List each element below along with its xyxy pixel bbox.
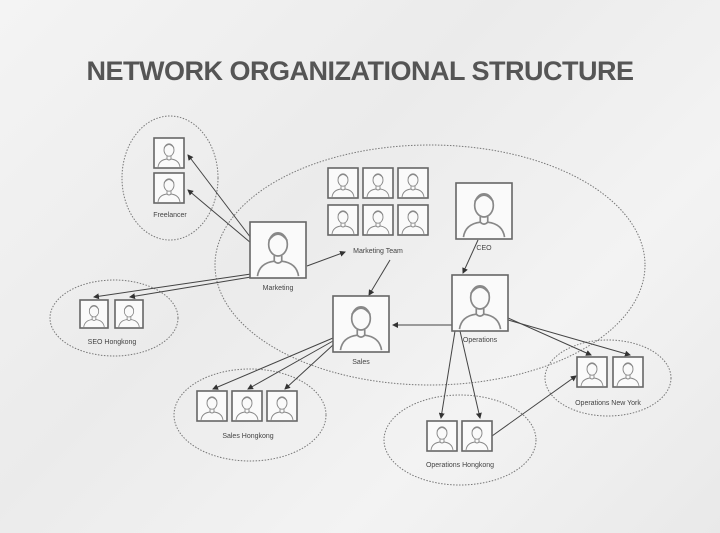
ellipse-seo-hongkong [49,279,179,357]
person-icon [430,426,454,451]
person-icon [200,396,224,421]
label-operations: Operations [463,337,498,344]
operations-new-york-avatar [612,356,644,388]
person-icon [157,143,181,168]
connector-arrow [438,330,456,419]
ellipse-operations-hongkong [383,394,537,486]
operations-avatar [451,274,509,332]
label-seo-hongkong: SEO Hongkong [88,339,137,346]
freelancer-avatar [153,137,185,169]
person-icon [270,396,294,421]
connector-arrow [459,330,482,419]
marketing-team-avatar [397,167,429,199]
diagram-title: NETWORK ORGANIZATIONAL STRUCTURE [87,56,634,86]
marketing-team-avatar [362,204,394,236]
person-icon [465,426,489,451]
seo-hongkong-avatar [114,299,144,329]
connector-arrow [187,154,252,239]
person-icon [462,192,506,238]
sales-avatar [332,295,390,353]
connector-arrow [368,259,391,296]
seo-hongkong-avatar [79,299,109,329]
ceo-avatar [455,182,513,240]
person-icon [616,362,640,387]
person-icon [580,362,604,387]
sales-hongkong-avatar [266,390,298,422]
label-operations-new-york: Operations New York [575,400,641,407]
freelancer-avatar [153,172,185,204]
person-icon [331,210,355,235]
connector-arrow [187,189,252,244]
connector-arrow [491,375,577,437]
ellipse-main-org [214,144,646,386]
operations-hongkong-avatar [426,420,458,452]
person-icon [83,304,105,328]
marketing-team-avatar [327,167,359,199]
label-ceo: CEO [476,245,492,252]
ellipse-freelancer [121,115,219,241]
label-freelancer: Freelancer [153,212,187,219]
person-icon [235,396,259,421]
marketing-team-avatar [327,204,359,236]
connector-arrow [507,319,631,357]
person-icon [331,173,355,198]
ellipse-sales-hongkong [173,368,327,462]
marketing-team-avatar [397,204,429,236]
connector-arrow [284,344,334,390]
connector-arrow [212,337,334,390]
marketing-avatar [249,221,307,279]
sales-hongkong-avatar [196,390,228,422]
label-sales: Sales [352,359,370,366]
sales-hongkong-avatar [231,390,263,422]
label-marketing-team: Marketing Team [353,248,403,255]
person-icon [118,304,140,328]
person-icon [366,210,390,235]
label-operations-hongkong: Operations Hongkong [426,462,494,469]
person-icon [401,173,425,198]
person-icon [458,284,502,330]
operations-new-york-avatar [576,356,608,388]
operations-hongkong-avatar [461,420,493,452]
person-icon [256,231,300,277]
connector-arrow [247,340,334,390]
person-icon [339,305,383,351]
person-icon [401,210,425,235]
connector-arrow [462,239,479,274]
label-marketing: Marketing [263,285,294,292]
connector-arrow [129,276,252,300]
label-sales-hongkong: Sales Hongkong [222,433,273,440]
marketing-team-avatar [362,167,394,199]
connector-arrow [306,250,346,267]
person-icon [366,173,390,198]
ellipse-operations-new-york [544,339,672,417]
connector-arrow [93,273,252,300]
person-icon [157,178,181,203]
